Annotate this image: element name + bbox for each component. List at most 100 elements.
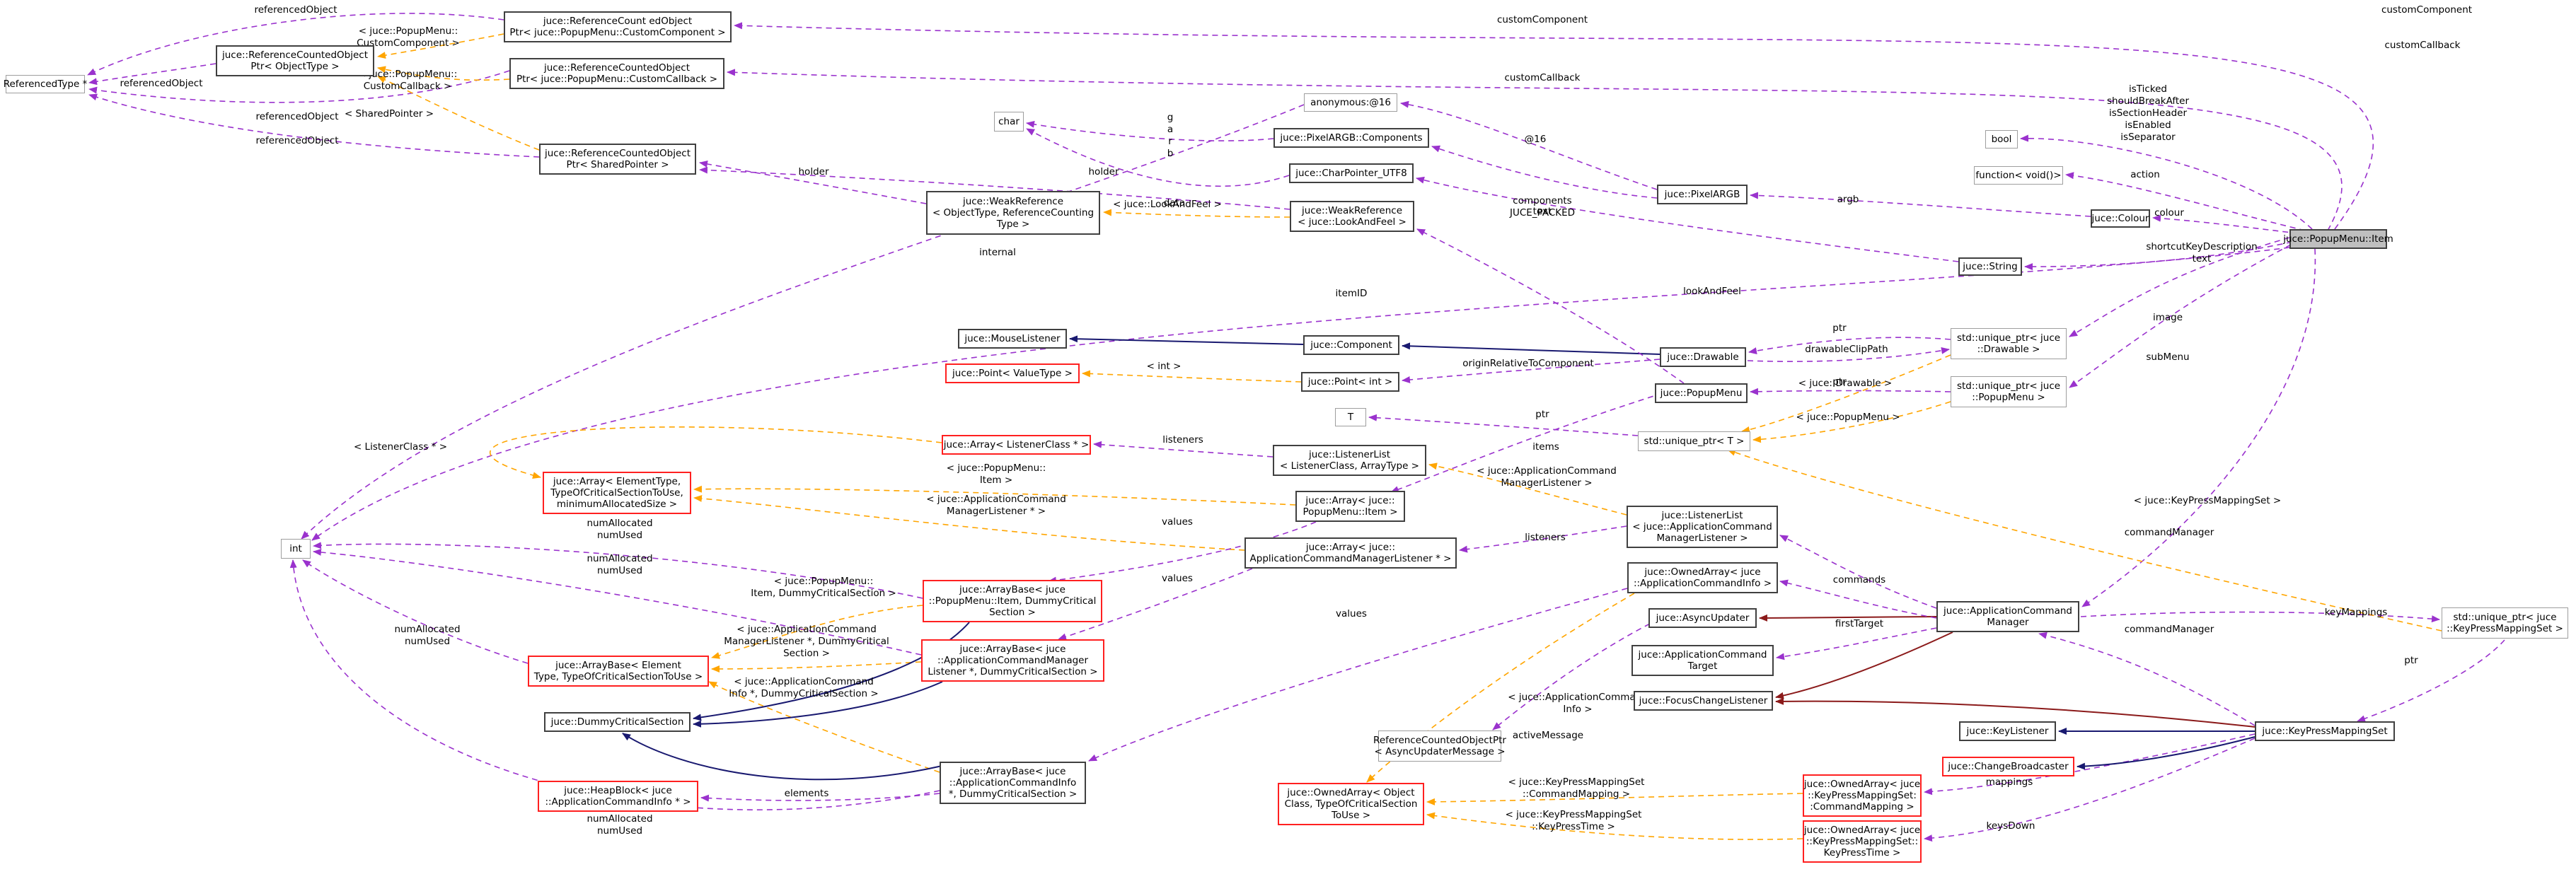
class-node-label: Ptr< ObjectType > bbox=[250, 61, 340, 72]
class-node-array-acml[interactable]: juce::Array< juce::ApplicationCommandMan… bbox=[1244, 537, 1457, 569]
template-edge bbox=[377, 76, 540, 151]
class-node-ownedarray-aci[interactable]: juce::OwnedArray< juce::ApplicationComma… bbox=[1627, 562, 1778, 593]
edge-label: keyMappings bbox=[2324, 607, 2388, 618]
edge-label: firstTarget bbox=[1835, 618, 1884, 629]
class-node-weakref-generic[interactable]: juce::WeakReference< ObjectType, Referen… bbox=[926, 191, 1100, 235]
class-node-drawable[interactable]: juce::Drawable bbox=[1660, 347, 1746, 367]
class-node-string[interactable]: juce::String bbox=[1958, 257, 2022, 276]
usage-edge bbox=[2080, 611, 2440, 623]
class-node-ownedarray-keypresstime[interactable]: juce::OwnedArray< juce::KeyPressMappingS… bbox=[1803, 820, 1922, 863]
edge-label: listeners bbox=[1525, 532, 1566, 543]
class-node-pixelargb-components[interactable]: juce::PixelARGB::Components bbox=[1273, 128, 1429, 148]
class-node-asyncupdater[interactable]: juce::AsyncUpdater bbox=[1648, 608, 1757, 628]
edge-label: data bbox=[1163, 197, 1186, 209]
edge-label: commands bbox=[1832, 574, 1886, 586]
class-node-label: juce::Array< juce:: bbox=[1305, 542, 1396, 553]
class-node-popupmenu-item[interactable]: juce::PopupMenu::Item bbox=[2283, 229, 2393, 249]
class-node-mouselistener[interactable]: juce::MouseListener bbox=[958, 329, 1067, 349]
edge-label: < ListenerClass * > bbox=[353, 441, 448, 453]
class-node-popupmenu[interactable]: juce::PopupMenu bbox=[1655, 383, 1748, 403]
usage-edge bbox=[1748, 337, 1951, 354]
class-node-focuschangelistener[interactable]: juce::FocusChangeListener bbox=[1634, 691, 1773, 711]
class-node-uptr-t[interactable]: std::unique_ptr< T > bbox=[1638, 431, 1750, 451]
class-node-uptr-popupmenu[interactable]: std::unique_ptr< juce::PopupMenu > bbox=[1951, 376, 2067, 407]
class-node-arraybase-aci[interactable]: juce::ArrayBase< juce::ApplicationComman… bbox=[940, 762, 1086, 804]
class-node-heapblock-aci[interactable]: juce::HeapBlock< juce::ApplicationComman… bbox=[538, 781, 698, 812]
class-node-point-int[interactable]: juce::Point< int > bbox=[1301, 372, 1399, 392]
class-node-label: juce::ApplicationCommand bbox=[1943, 605, 2072, 617]
usage-edge bbox=[2069, 244, 2292, 388]
edge-label: < juce::KeyPressMappingSet ::KeyPressTim… bbox=[1505, 809, 1642, 832]
edge-label: < juce::Drawable > bbox=[1798, 378, 1893, 389]
class-node-label: < ListenerClass, ArrayType > bbox=[1280, 460, 1419, 472]
class-node-label: juce::WeakReference bbox=[962, 196, 1064, 207]
class-node-char[interactable]: char bbox=[994, 112, 1024, 132]
class-node-int[interactable]: int bbox=[281, 539, 311, 559]
class-node-listenerlist-generic[interactable]: juce::ListenerList< ListenerClass, Array… bbox=[1273, 445, 1426, 476]
class-node-uptr-keypressmappingset[interactable]: std::unique_ptr< juce::KeyPressMappingSe… bbox=[2442, 607, 2568, 639]
class-node-array-listenerclass[interactable]: juce::Array< ListenerClass * > bbox=[942, 435, 1091, 455]
edge-label: < int > bbox=[1146, 361, 1182, 372]
usage-edge bbox=[301, 104, 1305, 540]
class-node-label: juce::AsyncUpdater bbox=[1656, 612, 1750, 624]
template-edge bbox=[708, 681, 940, 773]
edge-label: < juce::KeyPressMappingSet > bbox=[2133, 495, 2282, 506]
usage-edge bbox=[1026, 128, 1290, 187]
class-node-array-popupmenu-item[interactable]: juce::Array< juce::PopupMenu::Item > bbox=[1295, 491, 1405, 522]
edge-label: < juce::ApplicationCommand Info *, Dummy… bbox=[729, 676, 879, 699]
class-node-component[interactable]: juce::Component bbox=[1303, 335, 1399, 355]
class-node-ownedarray-commandmapping[interactable]: juce::OwnedArray< juce::KeyPressMappingS… bbox=[1803, 774, 1922, 817]
class-node-pixelargb[interactable]: juce::PixelARGB bbox=[1657, 185, 1748, 204]
class-node-dummycriticalsection[interactable]: juce::DummyCriticalSection bbox=[544, 712, 691, 732]
usage-edge bbox=[1431, 145, 1658, 199]
class-node-label: Manager bbox=[1987, 617, 2029, 628]
class-node-point-valuetype[interactable]: juce::Point< ValueType > bbox=[945, 363, 1080, 383]
class-node-listenerlist-acml[interactable]: juce::ListenerList< juce::ApplicationCom… bbox=[1627, 506, 1778, 548]
edge-label: referencedObject bbox=[254, 4, 337, 16]
edge-label: components JUCE_PACKED bbox=[1509, 195, 1576, 219]
private-inheritance-edge bbox=[1775, 697, 2256, 728]
class-node-arraybase-acml[interactable]: juce::ArrayBase< juce::ApplicationComman… bbox=[921, 639, 1104, 682]
class-node-keypressmappingset[interactable]: juce::KeyPressMappingSet bbox=[2255, 721, 2395, 741]
class-node-label: function< void()> bbox=[1975, 170, 2062, 181]
class-node-weakref-lookandfeel[interactable]: juce::WeakReference< juce::LookAndFeel > bbox=[1290, 201, 1414, 232]
class-node-label: juce::FocusChangeListener bbox=[1639, 695, 1768, 706]
class-node-label: juce::ArrayBase< Element bbox=[555, 660, 681, 671]
usage-edge bbox=[2065, 172, 2306, 231]
class-node-bool[interactable]: bool bbox=[1985, 130, 2018, 149]
class-node-keylistener[interactable]: juce::KeyListener bbox=[1959, 721, 2056, 741]
class-node-function-void[interactable]: function< void()> bbox=[1974, 166, 2063, 185]
class-node-anonymous-16[interactable]: anonymous:@16 bbox=[1304, 93, 1397, 112]
class-node-array-elementtype[interactable]: juce::Array< ElementType,TypeOfCriticalS… bbox=[543, 472, 691, 514]
edge-label: commandManager bbox=[2124, 527, 2214, 538]
class-node-arraybase-pmi[interactable]: juce::ArrayBase< juce::PopupMenu::Item, … bbox=[923, 580, 1102, 622]
class-node-label: :CommandMapping > bbox=[1810, 801, 1914, 813]
usage-edge bbox=[1779, 579, 1937, 619]
usage-edge bbox=[1402, 359, 1660, 383]
usage-edge bbox=[2024, 241, 2293, 271]
class-node-changebroadcaster[interactable]: juce::ChangeBroadcaster bbox=[1942, 757, 2074, 776]
usage-edge bbox=[1088, 588, 1628, 762]
class-node-colour[interactable]: juce::Colour bbox=[2091, 209, 2150, 228]
class-node-t[interactable]: T bbox=[1335, 408, 1366, 426]
edge-label: isTicked shouldBreakAfter isSectionHeade… bbox=[2106, 83, 2190, 143]
edge-label: values bbox=[1162, 516, 1193, 528]
edge-label: ptr bbox=[1832, 376, 1847, 388]
class-node-label: ::PopupMenu > bbox=[1972, 392, 2045, 403]
class-node-referenced-type[interactable]: ReferencedType * bbox=[4, 75, 87, 93]
edge-label: activeMessage bbox=[1512, 730, 1584, 741]
class-node-uptr-drawable[interactable]: std::unique_ptr< juce::Drawable > bbox=[1951, 328, 2067, 359]
class-node-charpointer-utf8[interactable]: juce::CharPointer_UTF8 bbox=[1289, 163, 1414, 183]
class-node-label: juce::Array< juce:: bbox=[1305, 495, 1395, 506]
class-node-rcop-asyncupdatermessage[interactable]: ReferenceCountedObjectPtr< AsyncUpdaterM… bbox=[1373, 730, 1506, 762]
